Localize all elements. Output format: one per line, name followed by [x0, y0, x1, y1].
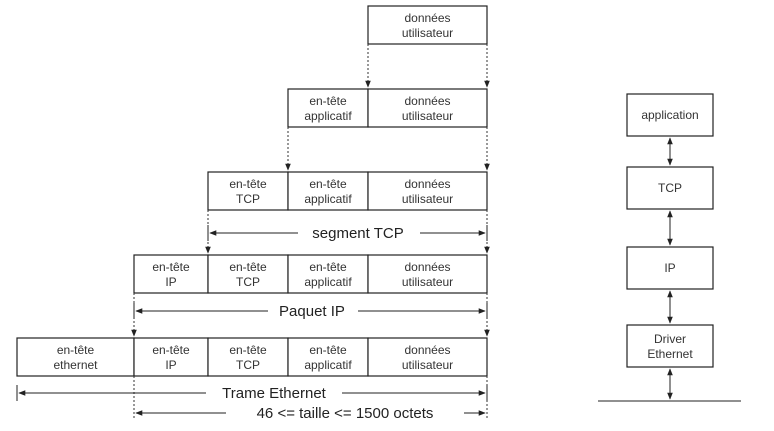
cell-line: applicatif — [304, 358, 352, 372]
layer-label: application — [641, 108, 698, 122]
cell-line: en-tête — [229, 177, 267, 191]
cell-tcp-header: en-tête TCP — [207, 254, 289, 294]
cell-line: TCP — [236, 275, 260, 289]
cell-line: données — [404, 94, 450, 108]
cell-line: TCP — [236, 358, 260, 372]
cell-line: applicatif — [304, 109, 352, 123]
cell-app-header: en-tête applicatif — [287, 254, 369, 294]
row-ip-packet: en-tête IP en-tête TCP en-tête applicati… — [133, 254, 488, 294]
cell-eth-header: en-tête ethernet — [16, 337, 135, 377]
trame-ethernet-label: Trame Ethernet — [222, 385, 326, 402]
cell-user-data: données utilisateur — [367, 337, 488, 377]
cell-line: en-tête — [309, 343, 347, 357]
cell-line: en-tête — [309, 177, 347, 191]
layer-tcp: TCP — [626, 166, 714, 210]
layer-label: TCP — [658, 181, 682, 195]
cell-line: utilisateur — [402, 26, 453, 40]
cell-app-header: en-tête applicatif — [287, 88, 369, 128]
cell-line: données — [404, 343, 450, 357]
cell-tcp-header: en-tête TCP — [207, 171, 289, 211]
cell-app-header: en-tête applicatif — [287, 171, 369, 211]
cell-tcp-header: en-tête TCP — [207, 337, 289, 377]
layer-ip: IP — [626, 246, 714, 290]
cell-line: utilisateur — [402, 192, 453, 206]
cell-line: en-tête — [229, 343, 267, 357]
payload-size-label: 46 <= taille <= 1500 octets — [257, 405, 434, 422]
cell-line: en-tête — [309, 260, 347, 274]
dimension-trame-ethernet: Trame Ethernet — [16, 385, 488, 402]
cell-line: en-tête — [309, 94, 347, 108]
cell-line: applicatif — [304, 275, 352, 289]
paquet-ip-label: Paquet IP — [279, 303, 345, 320]
cell-user-data: données utilisateur — [367, 5, 488, 45]
cell-line: TCP — [236, 192, 260, 206]
row-ethernet-frame: en-tête ethernet en-tête IP en-tête TCP … — [16, 337, 488, 377]
cell-ip-header: en-tête IP — [133, 254, 209, 294]
cell-line: utilisateur — [402, 109, 453, 123]
cell-line: IP — [165, 275, 176, 289]
layer-label: Driver — [654, 332, 686, 346]
cell-user-data: données utilisateur — [367, 88, 488, 128]
row-user-data: données utilisateur — [367, 5, 488, 45]
protocol-stack: application TCP IP Driver Ethernet — [598, 93, 741, 402]
cell-line: en-tête — [152, 260, 190, 274]
cell-line: données — [404, 260, 450, 274]
cell-ip-header: en-tête IP — [133, 337, 209, 377]
cell-line: en-tête — [152, 343, 190, 357]
cell-line: données — [404, 177, 450, 191]
cell-user-data: données utilisateur — [367, 171, 488, 211]
cell-line: applicatif — [304, 192, 352, 206]
row-application-message: en-tête applicatif données utilisateur — [287, 88, 488, 128]
segment-tcp-label: segment TCP — [312, 225, 403, 242]
cell-line: ethernet — [53, 358, 98, 372]
layer-application: application — [626, 93, 714, 137]
cell-line: en-tête — [57, 343, 95, 357]
cell-line: IP — [165, 358, 176, 372]
cell-line: données — [404, 11, 450, 25]
cell-line: utilisateur — [402, 275, 453, 289]
cell-line: en-tête — [229, 260, 267, 274]
row-tcp-segment: en-tête TCP en-tête applicatif données u… — [207, 171, 488, 211]
layer-label: IP — [664, 261, 675, 275]
cell-app-header: en-tête applicatif — [287, 337, 369, 377]
layer-label: Ethernet — [647, 347, 693, 361]
layer-driver-ethernet: Driver Ethernet — [626, 324, 714, 368]
dimension-segment-tcp: segment TCP — [207, 225, 488, 242]
dimension-paquet-ip: Paquet IP — [133, 303, 488, 320]
dimension-payload-size: 46 <= taille <= 1500 octets — [135, 405, 486, 422]
cell-user-data: données utilisateur — [367, 254, 488, 294]
cell-line: utilisateur — [402, 358, 453, 372]
